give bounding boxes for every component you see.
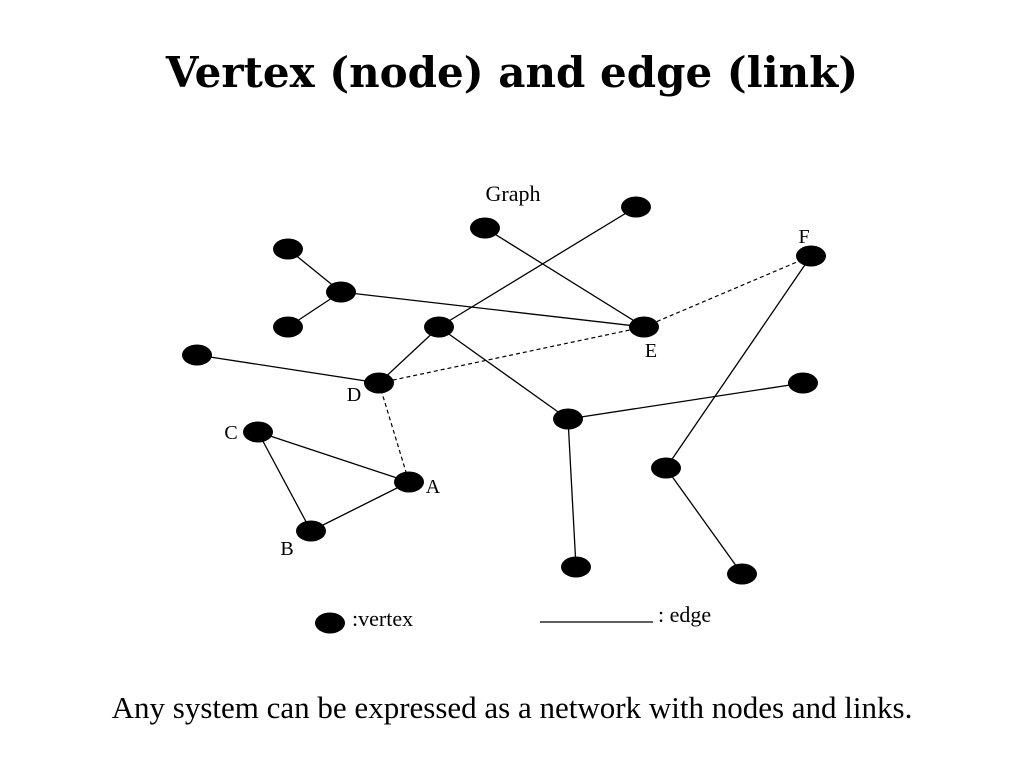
vertex-C (243, 421, 273, 443)
edge-C-A (257, 431, 410, 483)
slide-title: Vertex (node) and edge (link) (165, 48, 859, 97)
edges-layer (196, 206, 812, 575)
edge-D-A (378, 382, 410, 483)
edge-n6-n11 (438, 326, 569, 420)
vertex-label-E: E (645, 340, 657, 362)
legend-edge-label: : edge (658, 602, 711, 627)
slide-caption: Any system can be expressed as a network… (111, 690, 913, 725)
nodes-layer (182, 196, 826, 585)
vertex-label-F: F (798, 226, 809, 248)
vertex-n5 (273, 316, 303, 338)
legend-vertex-label: :vertex (352, 606, 413, 631)
vertex-n17 (651, 457, 681, 479)
vertex-E (629, 316, 659, 338)
legend: :vertex : edge (315, 602, 711, 634)
vertex-n16 (561, 556, 591, 578)
edge-n2-n6 (438, 206, 637, 328)
vertex-A (394, 471, 424, 493)
vertex-n3 (273, 238, 303, 260)
vertex-n1 (470, 217, 500, 239)
vertex-n4 (326, 281, 356, 303)
vertex-B (296, 520, 326, 542)
vertex-n18 (727, 563, 757, 585)
vertex-label-D: D (347, 384, 361, 406)
edge-n1-E (484, 227, 645, 328)
vertex-label-B: B (280, 538, 293, 560)
vertex-F (796, 245, 826, 267)
vertex-n9 (182, 344, 212, 366)
vertex-label-C: C (224, 422, 237, 444)
edge-D-E (378, 326, 645, 384)
edge-E-F (643, 255, 812, 328)
edge-C-B (257, 431, 312, 532)
graph-label: Graph (486, 181, 541, 206)
edge-n11-n16 (567, 418, 577, 568)
edge-n6-D (378, 326, 440, 384)
vertex-n11 (553, 408, 583, 430)
legend-vertex-symbol (315, 612, 345, 634)
edge-F-n17 (665, 255, 812, 469)
vertex-n2 (621, 196, 651, 218)
edge-n4-E (340, 291, 645, 328)
edge-n11-n15 (567, 382, 804, 420)
vertex-n15 (788, 372, 818, 394)
edge-n9-D (196, 354, 380, 384)
vertex-D (364, 372, 394, 394)
vertex-n6 (424, 316, 454, 338)
edge-B-A (310, 481, 410, 532)
vertex-label-A: A (426, 476, 441, 498)
edge-n17-n18 (665, 467, 743, 575)
labels-layer: E F D C A B (224, 226, 809, 560)
